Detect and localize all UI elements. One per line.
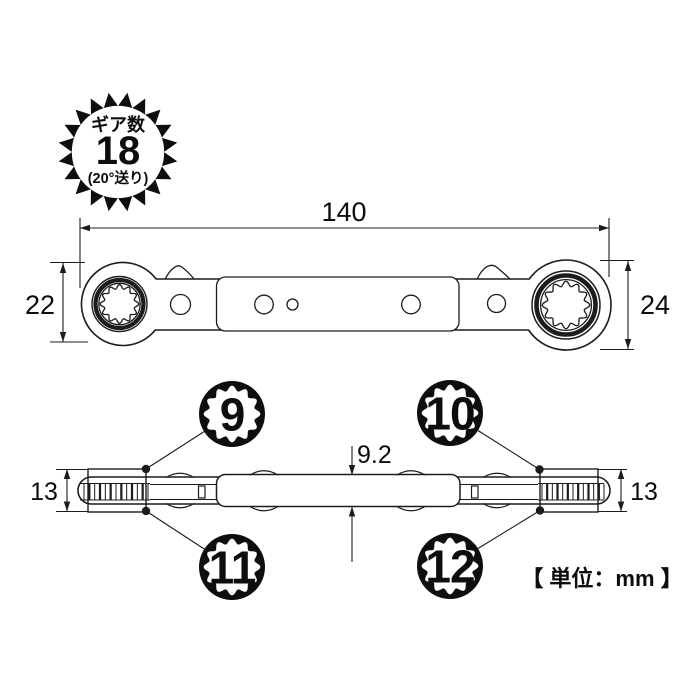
dim-right-head-height-value: 24 [640,290,670,320]
gear-count-note: (20°送り) [88,169,149,187]
socket-size-top-right: 10 [425,388,474,440]
dim-total-length-value: 140 [321,197,366,227]
starburst-inner-disc [71,105,165,199]
pawl-pin [197,485,206,499]
socket-size-bottom-left: 11 [209,542,256,594]
leader-dot [535,506,545,515]
socket-profile-icon [203,538,261,596]
right-gear-teeth [541,484,605,500]
pawl-pin [470,485,479,499]
leader-line [145,430,206,470]
body-hole [401,294,421,315]
gear-count-badge: ギア数 18 (20°送り) [58,92,178,212]
center-panel [215,276,460,332]
socket-size-badge-10: 10 [417,380,483,446]
dimension-left-head-height: 22 [25,261,88,343]
socket-size-bottom-right: 12 [425,541,474,593]
dim-left-head-height-value: 22 [25,290,55,320]
hole-arc [249,470,279,512]
left-pawl-bump [163,265,196,281]
wrench-top-view: 140 22 24 [25,197,670,351]
socket-size-badge-11: 11 [199,534,265,600]
leader-dot [141,464,151,474]
socket-profile-icon [421,384,479,442]
body-hole [169,293,192,316]
leader-dot [535,465,544,474]
dimension-right-head-thickness: 13 [598,468,658,513]
leader-line [477,510,541,549]
leader-line [145,510,206,550]
hole-arc [482,472,512,509]
left-ring-end [91,275,148,333]
dimension-total-length: 140 [79,197,610,288]
socket-profile-icon [421,537,479,595]
leader-line [477,430,540,470]
dimension-left-head-thickness: 13 [30,468,88,513]
dim-left-head-thickness-value: 13 [30,478,58,506]
gear-count-value: 18 [96,129,141,173]
socket-profile-icon [203,385,261,443]
socket-profile-icon [99,284,140,324]
unit-note: 【 単位：mm 】 [521,566,682,591]
dimension-body-thickness: 9.2 [348,441,392,562]
left-head-block [87,468,147,513]
hole-arc [165,472,195,509]
left-gear-teeth [83,484,149,500]
socket-size-top-left: 9 [220,389,245,441]
dim-right-head-thickness-value: 13 [630,478,658,506]
right-ring-end [531,270,601,340]
wrench-side-view: 13 13 9.2 [30,430,658,562]
leader-dot [141,506,151,516]
center-panel-side [215,473,461,508]
body-hole [254,294,274,315]
dimension-right-head-height: 24 [600,259,670,351]
right-pawl-bump [475,264,513,281]
body-hole-small [286,298,299,311]
socket-profile-icon [541,280,591,330]
body-hole [486,293,507,314]
socket-size-badge-9: 9 [199,381,265,447]
hole-arc [396,470,426,512]
gear-count-label: ギア数 [91,114,146,135]
dim-body-thickness-value: 9.2 [357,441,392,469]
socket-size-badge-12: 12 [417,533,483,599]
